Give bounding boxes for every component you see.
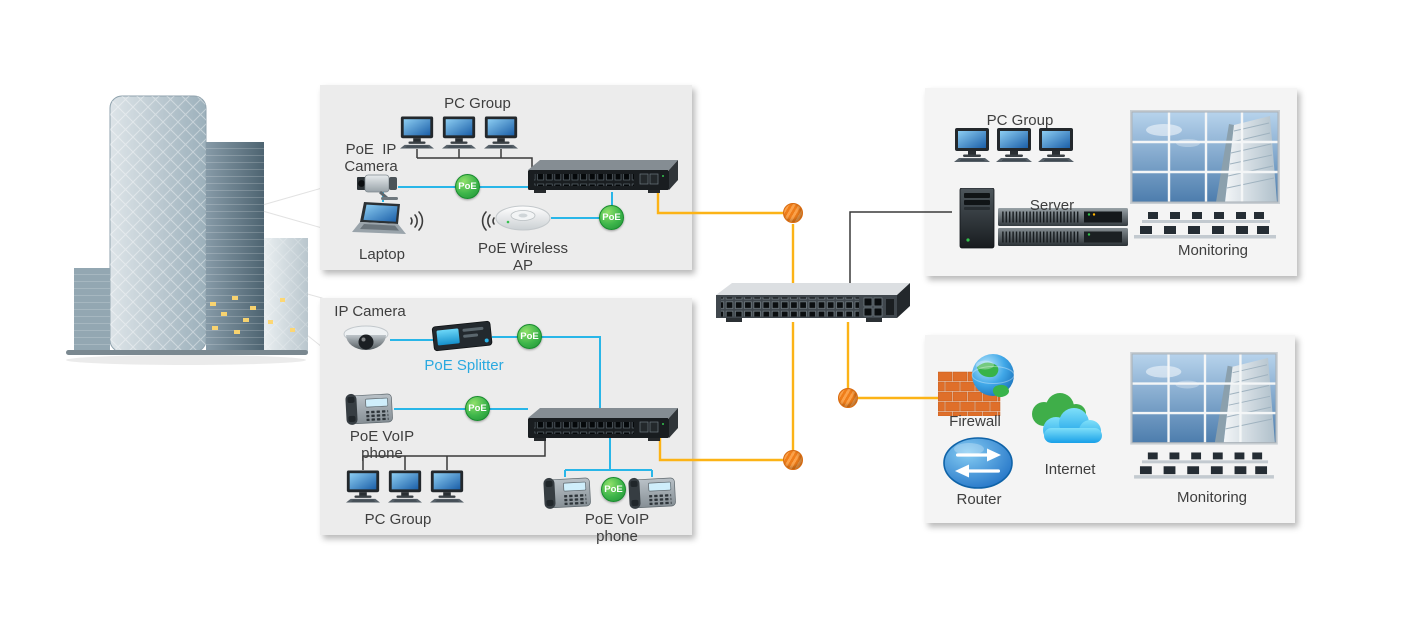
label-firewall: Firewall <box>949 413 1001 430</box>
pc-icon <box>1036 128 1076 162</box>
core-switch-icon <box>716 282 910 324</box>
voip-phone-icon <box>344 392 394 426</box>
label-ip-camera: IP Camera <box>334 303 406 320</box>
internet-cloud-icon <box>1020 390 1114 452</box>
label-poe-splitter: PoE Splitter <box>424 357 504 374</box>
label-poe-voip-phone-2: PoE VoIP phone <box>584 511 650 546</box>
junction-node <box>783 450 803 470</box>
poe-switch-icon <box>528 406 678 444</box>
label-server: Server <box>1029 197 1075 214</box>
yellow-uplink-lines <box>656 188 940 462</box>
label-poe-ip-camera: PoE IP Camera <box>344 141 398 176</box>
label-pc-group-top-right: PC Group <box>986 112 1054 129</box>
poe-splitter-icon <box>430 316 494 354</box>
pc-icon <box>440 116 478 149</box>
video-wall-icon <box>1130 110 1280 244</box>
laptop-icon <box>352 202 410 240</box>
router-icon <box>942 436 1014 490</box>
label-pc-group-bottom-left: PC Group <box>364 511 432 528</box>
label-pc-group-top-left: PC Group <box>444 95 511 112</box>
junction-node <box>783 203 803 223</box>
poe-badge: PoE <box>517 324 542 349</box>
label-laptop: Laptop <box>359 246 405 263</box>
label-monitoring-top: Monitoring <box>1177 242 1249 259</box>
label-poe-wireless-ap: PoE Wireless AP <box>477 240 569 275</box>
pc-icon <box>482 116 520 149</box>
voip-phone-icon <box>542 476 592 510</box>
video-wall-icon <box>1130 352 1278 484</box>
label-poe-voip-phone-1: PoE VoIP phone <box>349 428 415 463</box>
pc-icon <box>952 128 992 162</box>
voip-phone-icon <box>627 476 677 510</box>
pc-icon <box>386 470 424 503</box>
poe-badge: PoE <box>599 205 624 230</box>
firewall-icon <box>938 354 1016 416</box>
dome-camera-icon <box>342 324 390 360</box>
poe-badge: PoE <box>455 174 480 199</box>
junction-node <box>838 388 858 408</box>
label-monitoring-bottom: Monitoring <box>1176 489 1248 506</box>
wireless-ap-icon <box>495 205 551 231</box>
building-photo <box>58 92 313 367</box>
label-internet: Internet <box>1044 461 1096 478</box>
wifi-waves-icon <box>477 206 497 236</box>
label-router: Router <box>956 491 1002 508</box>
poe-badge: PoE <box>601 477 626 502</box>
pc-icon <box>994 128 1034 162</box>
pc-icon <box>428 470 466 503</box>
poe-switch-icon <box>528 158 678 196</box>
pc-icon <box>344 470 382 503</box>
poe-badge: PoE <box>465 396 490 421</box>
wifi-waves-icon <box>408 206 428 236</box>
